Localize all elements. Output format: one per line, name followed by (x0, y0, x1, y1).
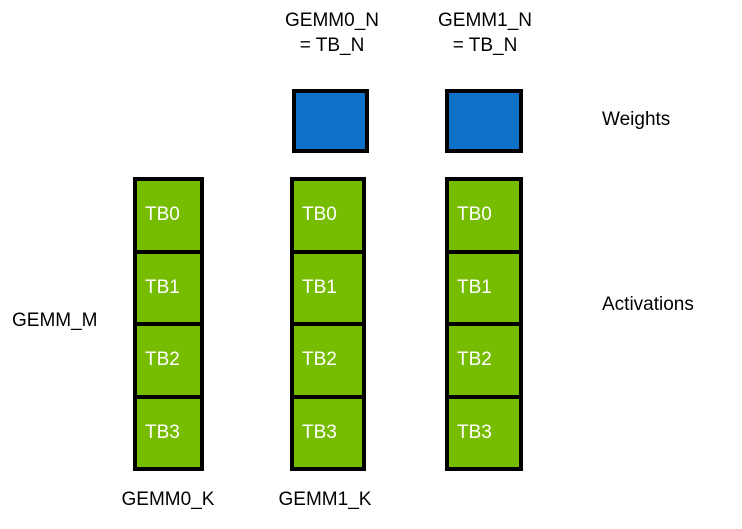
label-weights: Weights (602, 109, 671, 130)
label-activations: Activations (602, 294, 694, 315)
activation-stack-0: TB0 TB1 TB2 TB3 (133, 177, 204, 471)
tb-cell-label: TB3 (457, 421, 492, 443)
tb-cell-label: TB0 (457, 204, 492, 226)
tb-cell: TB0 (449, 181, 519, 254)
tb-cell: TB1 (294, 253, 362, 326)
tb-cell: TB3 (137, 398, 200, 467)
tb-cell-label: TB1 (302, 276, 337, 298)
weight-box-gemm0 (292, 89, 369, 153)
tb-cell: TB1 (137, 253, 200, 326)
label-gemm0-n: GEMM0_N = TB_N (285, 10, 379, 56)
tb-cell-label: TB0 (145, 204, 180, 226)
tb-cell: TB0 (294, 181, 362, 254)
label-gemm-m: GEMM_M (12, 310, 98, 331)
tb-cell-label: TB2 (302, 349, 337, 371)
tb-cell: TB1 (449, 253, 519, 326)
tb-cell-label: TB1 (457, 276, 492, 298)
label-gemm1-n: GEMM1_N = TB_N (438, 10, 532, 56)
label-gemm1-k: GEMM1_K (278, 489, 372, 510)
tb-cell: TB2 (294, 326, 362, 399)
activation-stack-1: TB0 TB1 TB2 TB3 (290, 177, 366, 471)
tb-cell-label: TB0 (302, 204, 337, 226)
tb-cell-label: TB3 (302, 421, 337, 443)
label-gemm0-k: GEMM0_K (121, 489, 215, 510)
tb-cell: TB2 (449, 326, 519, 399)
tb-cell-label: TB1 (145, 276, 180, 298)
tb-cell: TB3 (449, 398, 519, 467)
tb-cell: TB2 (137, 326, 200, 399)
tb-cell-label: TB2 (457, 349, 492, 371)
weight-box-gemm1 (445, 89, 523, 153)
tb-cell: TB0 (137, 181, 200, 254)
activation-stack-2: TB0 TB1 TB2 TB3 (445, 177, 523, 471)
tb-cell-label: TB3 (145, 421, 180, 443)
tb-cell-label: TB2 (145, 349, 180, 371)
tb-cell: TB3 (294, 398, 362, 467)
